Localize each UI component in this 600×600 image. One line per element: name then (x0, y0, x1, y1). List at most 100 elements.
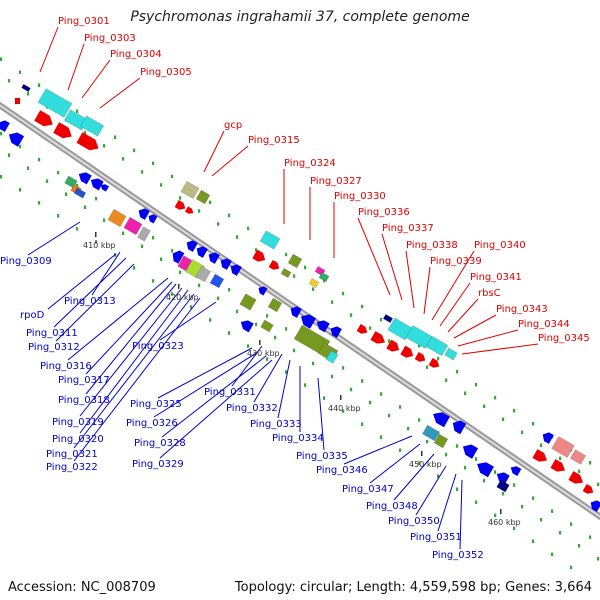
reverse-gene-label[interactable]: Ping_0335 (296, 451, 348, 462)
gene-feature (21, 83, 31, 93)
tick-mark (179, 270, 182, 275)
tick-mark (122, 157, 125, 161)
reverse-gene-label[interactable]: Ping_0334 (272, 433, 324, 444)
tick-mark (570, 565, 573, 570)
reverse-gene-label[interactable]: Ping_0316 (40, 361, 92, 372)
reverse-gene-label[interactable]: Ping_0329 (132, 459, 184, 470)
reverse-gene-label[interactable]: Ping_0332 (226, 403, 278, 414)
reverse-gene-label[interactable]: Ping_0321 (46, 449, 98, 460)
forward-gene-label[interactable]: Ping_0339 (430, 256, 482, 267)
reverse-gene-label[interactable]: Ping_0325 (130, 399, 182, 410)
tick-mark (228, 213, 231, 218)
gene-feature (259, 230, 281, 250)
kbp-tick (500, 509, 502, 514)
gene-reverse-arrow (590, 500, 600, 512)
tick-mark (76, 183, 79, 188)
reverse-leader-line (153, 351, 259, 418)
forward-gene-label[interactable]: Ping_0303 (84, 33, 136, 44)
gene-feature (318, 272, 330, 282)
tick-mark (399, 448, 402, 452)
gene-feature (260, 319, 274, 333)
tick-mark (532, 539, 535, 544)
tick-mark (255, 322, 258, 327)
forward-leader-line (423, 266, 431, 315)
tick-mark (312, 287, 315, 291)
forward-gene-label[interactable]: Ping_0327 (310, 176, 362, 187)
forward-gene-label[interactable]: Ping_0330 (334, 191, 386, 202)
forward-gene-label[interactable]: Ping_0324 (284, 158, 336, 169)
reverse-gene-label[interactable]: Ping_0351 (410, 532, 462, 543)
reverse-leader-line (85, 281, 173, 375)
forward-gene-label[interactable]: Ping_0305 (140, 67, 192, 78)
gene-forward-arrow (185, 206, 194, 214)
gene-forward-arrow (53, 122, 72, 139)
tick-mark (27, 166, 30, 170)
tick-mark (331, 374, 334, 379)
tick-mark (418, 343, 421, 348)
tick-mark (217, 222, 220, 226)
reverse-leader-line (53, 257, 127, 328)
gene-reverse-arrow (258, 286, 268, 296)
reverse-gene-label[interactable]: Ping_0328 (134, 438, 186, 449)
forward-leader-line (67, 43, 85, 91)
forward-gene-label[interactable]: Ping_0315 (248, 135, 300, 146)
kbp-marker: 430 kbp (247, 349, 280, 358)
forward-leader-line (39, 26, 59, 73)
tick-mark (418, 461, 421, 465)
gene-forward-arrow (34, 110, 53, 127)
reverse-gene-label[interactable]: Ping_0309 (0, 256, 52, 267)
reverse-gene-label[interactable]: Ping_0323 (132, 341, 184, 352)
reverse-gene-label[interactable]: Ping_0320 (52, 434, 104, 445)
forward-gene-label[interactable]: Ping_0341 (470, 272, 522, 283)
tick-mark (160, 183, 163, 187)
tick-mark (540, 517, 543, 522)
gene-feature (325, 350, 339, 364)
tick-mark (19, 144, 22, 149)
forward-leader-line (203, 130, 225, 173)
reverse-gene-label[interactable]: Ping_0312 (28, 342, 80, 353)
summary-text: Topology: circular; Length: 4,559,598 bp… (234, 580, 592, 595)
reverse-gene-label[interactable]: Ping_0346 (316, 465, 368, 476)
reverse-gene-label[interactable]: Ping_0326 (126, 418, 178, 429)
tick-mark (426, 365, 429, 369)
gene-reverse-arrow (462, 444, 479, 459)
forward-gene-label[interactable]: Ping_0340 (474, 240, 526, 251)
forward-gene-label[interactable]: rbsC (478, 288, 501, 299)
reverse-gene-label[interactable]: Ping_0318 (58, 395, 110, 406)
forward-gene-label[interactable]: Ping_0344 (518, 319, 570, 330)
gene-forward-arrow (532, 449, 548, 462)
gene-forward-arrow (370, 331, 386, 344)
forward-gene-label[interactable]: Ping_0343 (496, 304, 548, 315)
reverse-gene-label[interactable]: Ping_0352 (432, 550, 484, 561)
reverse-gene-label[interactable]: Ping_0333 (250, 419, 302, 430)
forward-gene-label[interactable]: Ping_0301 (58, 16, 110, 27)
reverse-leader-line (79, 289, 189, 434)
tick-mark (76, 227, 79, 231)
reverse-gene-label[interactable]: Ping_0313 (64, 296, 116, 307)
reverse-gene-label[interactable]: Ping_0319 (52, 417, 104, 428)
tick-mark (456, 369, 459, 374)
reverse-gene-label[interactable]: Ping_0322 (46, 462, 98, 473)
reverse-gene-label[interactable]: Ping_0350 (388, 516, 440, 527)
reverse-gene-label[interactable]: Ping_0311 (26, 328, 78, 339)
tick-mark (578, 469, 581, 474)
forward-gene-label[interactable]: Ping_0338 (406, 240, 458, 251)
forward-gene-label[interactable]: Ping_0345 (538, 333, 590, 344)
reverse-gene-label[interactable]: Ping_0348 (366, 501, 418, 512)
reverse-gene-label[interactable]: Ping_0347 (342, 484, 394, 495)
gene-forward-arrow (356, 324, 368, 334)
tick-mark (57, 214, 60, 218)
tick-mark (380, 435, 383, 439)
reverse-gene-label[interactable]: rpoD (20, 310, 45, 321)
forward-gene-label[interactable]: Ping_0336 (358, 207, 410, 218)
reverse-gene-label[interactable]: Ping_0331 (204, 387, 256, 398)
forward-gene-label[interactable]: gcp (224, 120, 242, 131)
tick-mark (103, 218, 106, 223)
tick-mark (19, 188, 22, 192)
tick-mark (513, 526, 516, 531)
tick-mark (160, 257, 163, 262)
forward-gene-label[interactable]: Ping_0304 (110, 49, 162, 60)
forward-gene-label[interactable]: Ping_0337 (382, 223, 434, 234)
reverse-gene-label[interactable]: Ping_0317 (58, 375, 110, 386)
